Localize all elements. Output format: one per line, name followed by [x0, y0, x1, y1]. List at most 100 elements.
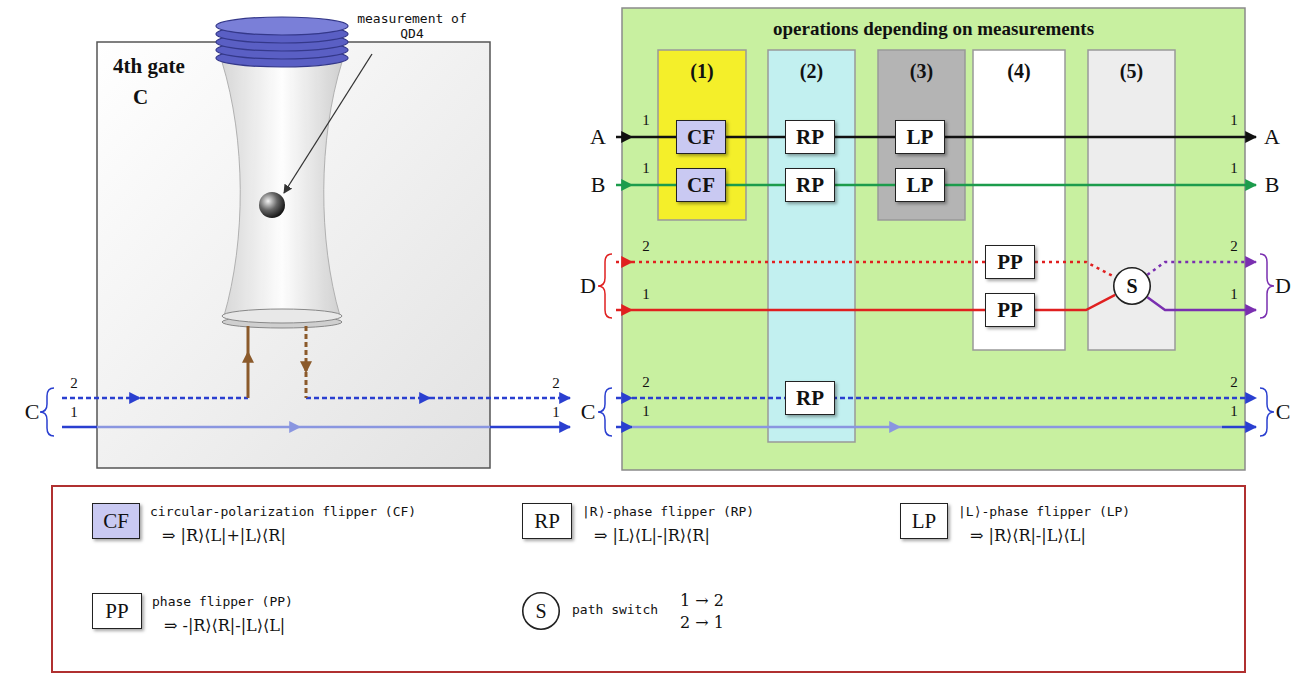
path-number: 1	[1230, 112, 1238, 129]
path-c	[632, 397, 1256, 400]
node-text: (4)	[1007, 60, 1030, 83]
path-a	[632, 136, 676, 139]
path-c2-left	[62, 397, 140, 400]
path-d	[632, 309, 985, 312]
path-d	[632, 261, 985, 264]
node-text: (2)	[800, 60, 823, 83]
node-text: (5)	[1120, 60, 1143, 83]
path-name: C	[581, 399, 596, 424]
path-number: 2	[552, 375, 560, 392]
path-c2-left	[62, 397, 570, 400]
step-column: (2) RP RP RP	[768, 50, 855, 442]
path-name: C	[25, 399, 40, 424]
legend-symbol: PP	[92, 593, 142, 629]
legend-text: circular-polarization flipper (CF)	[150, 505, 416, 520]
path-c2-left	[430, 397, 570, 400]
gate-frame: 4th gateC	[97, 42, 490, 468]
path-number: 1	[642, 160, 650, 177]
circle-outline	[1114, 268, 1150, 304]
node-text: RP	[534, 509, 560, 534]
phase-box: LP	[895, 168, 945, 202]
legend-formula: ⇒ |R⟩⟨R|-|L⟩⟨L|	[970, 527, 1086, 545]
step-column: (3)LPLP	[878, 50, 965, 220]
beam-connector	[835, 184, 895, 187]
path-d	[616, 309, 632, 312]
beam-connector	[726, 184, 785, 187]
step-column: (4) PP PP	[973, 50, 1065, 350]
node-text: CF	[687, 125, 715, 150]
node-text: S	[1126, 275, 1137, 298]
node-text: C	[133, 85, 474, 110]
path-c1-left	[490, 426, 570, 429]
photon-into-cavity	[305, 326, 308, 372]
path-number: 1	[642, 112, 650, 129]
node-text: LP	[907, 125, 934, 150]
path-a	[945, 136, 1256, 139]
path-c2-left	[306, 397, 430, 400]
path-c	[616, 397, 632, 400]
phase-box: RP	[785, 381, 835, 415]
node-text: PP	[997, 250, 1023, 275]
path-number: 1	[70, 404, 78, 421]
step-column-fill	[973, 50, 1065, 350]
beam-connector	[835, 136, 895, 139]
node-text: LP	[907, 173, 934, 198]
path-a	[616, 136, 632, 139]
callout-label: measurement of QD4	[352, 12, 472, 42]
path-name: C	[1276, 399, 1291, 424]
path-number: 2	[1230, 238, 1238, 255]
legend-symbol: LP	[900, 503, 948, 539]
beam-connector	[726, 136, 785, 139]
node-text: S	[535, 600, 546, 623]
path-d	[1147, 262, 1256, 275]
quantum-dot	[259, 192, 285, 218]
bracket	[40, 388, 54, 436]
photon-into-cavity	[248, 326, 306, 398]
legend-symbol: RP	[522, 503, 572, 539]
path-number: 1	[1230, 286, 1238, 303]
cavity-mirror	[216, 17, 348, 35]
path-c1-left	[62, 426, 570, 429]
path-c	[616, 398, 1256, 427]
legend-formula: ⇒ |R⟩⟨L|+|L⟩⟨R|	[162, 527, 286, 545]
path-c	[616, 426, 632, 429]
path-c	[632, 426, 900, 429]
phase-box: RP	[785, 168, 835, 202]
bracket	[598, 254, 612, 318]
path-name: D	[1275, 273, 1291, 298]
phase-box: PP	[985, 245, 1035, 279]
legend-formula: ⇒ -|R⟩⟨R|-|L⟩⟨L|	[164, 617, 285, 635]
node-text: (1)	[690, 60, 713, 83]
path-b	[945, 184, 1256, 187]
phase-box: RP	[785, 120, 835, 154]
operations-panel: operations depending on measurements (1) C…	[622, 8, 1245, 470]
legend-text: path switch	[572, 603, 658, 618]
node-text: RP	[796, 173, 824, 198]
path-name: B	[1265, 172, 1280, 197]
switch-circle: S	[1113, 267, 1151, 305]
path-c	[900, 426, 1222, 429]
node-text: RP	[796, 386, 824, 411]
beam-connector	[1035, 262, 1115, 277]
leader-line	[284, 54, 372, 193]
node-text: operations depending on measurements	[773, 18, 1094, 40]
path-number: 1	[552, 404, 560, 421]
path-c1-left	[97, 426, 300, 429]
path-number: 1	[1230, 403, 1238, 420]
path-number: 2	[642, 374, 650, 391]
circle-outline	[523, 593, 559, 629]
cavity	[222, 62, 342, 328]
phase-box: PP	[985, 293, 1035, 327]
legend-formula: 2 → 1	[680, 614, 724, 632]
step-column-fill	[768, 50, 855, 442]
legend-symbol: S	[522, 592, 560, 630]
legend-formula: ⇒ |L⟩⟨L|-|R⟩⟨R|	[594, 527, 710, 545]
node-text: PP	[105, 599, 128, 624]
path-number: 1	[642, 403, 650, 420]
path-c	[1222, 426, 1256, 429]
legend-text: phase flipper (PP)	[152, 595, 293, 610]
legend-text: |L⟩-phase flipper (LP)	[958, 505, 1130, 520]
